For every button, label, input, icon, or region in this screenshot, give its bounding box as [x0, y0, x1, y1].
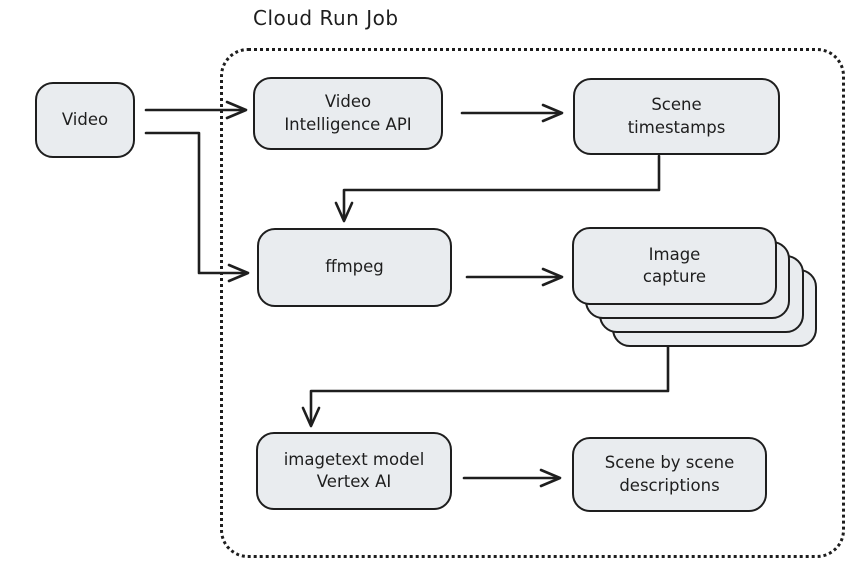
cloud-run-job-container [220, 48, 845, 558]
node-imagetext-model: imagetext model Vertex AI [256, 432, 452, 510]
cloud-run-job-title: Cloud Run Job [253, 6, 399, 30]
node-ffmpeg: ffmpeg [257, 228, 452, 307]
node-video: Video [35, 82, 135, 158]
node-scene-descriptions: Scene by scene descriptions [572, 437, 767, 512]
node-image-capture: Image capture [572, 227, 777, 305]
node-scene-timestamps: Scene timestamps [573, 78, 780, 155]
node-video-intelligence-api: Video Intelligence API [253, 77, 443, 150]
node-image-capture-stack: Image capture [572, 227, 818, 347]
